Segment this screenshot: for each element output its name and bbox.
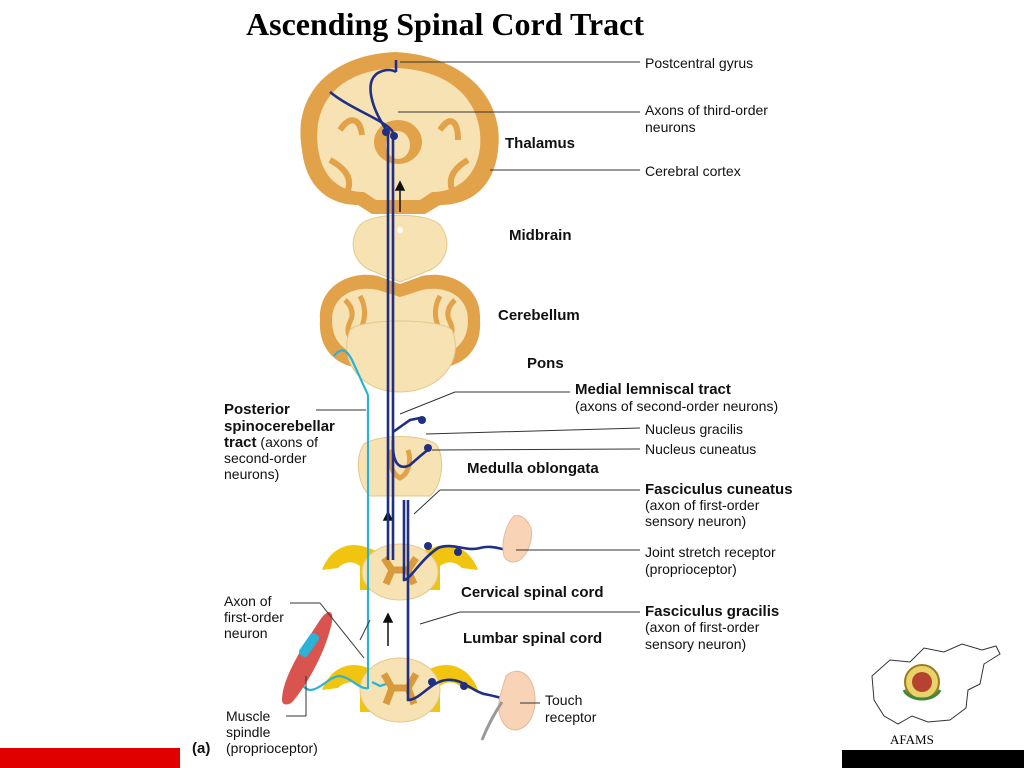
label-joint-receptor-1: Joint stretch receptor (645, 544, 776, 560)
label-midbrain: Midbrain (509, 227, 572, 244)
label-psc-3-rest: (axons of (257, 434, 319, 450)
footer-red-bar (0, 748, 180, 768)
afams-logo (871, 643, 1001, 725)
label-fasciculus-gracilis-sub1: (axon of first-order (645, 619, 760, 635)
leader-lines (286, 61, 641, 717)
label-cerebral-cortex: Cerebral cortex (645, 163, 741, 179)
label-fasciculus-gracilis-sub2: sensory neuron) (645, 636, 746, 652)
label-fasciculus-cuneatus-sub1: (axon of first-order (645, 497, 760, 513)
label-medial-lemniscal: Medial lemniscal tract (575, 381, 731, 398)
midbrain-section (352, 214, 448, 283)
lumbar-cord-section (322, 657, 478, 723)
muscle-spindle (282, 611, 333, 705)
label-touch-receptor-2: receptor (545, 709, 597, 725)
label-cerebellum: Cerebellum (498, 307, 580, 324)
label-touch-receptor-1: Touch (545, 692, 582, 708)
label-fasciculus-cuneatus-sub2: sensory neuron) (645, 513, 746, 529)
label-axon-first-2: first-order (224, 609, 284, 625)
label-cervical-cord: Cervical spinal cord (461, 584, 604, 601)
label-psc-4: second-order (224, 450, 307, 466)
label-third-order-1: Axons of third-order (645, 102, 768, 118)
label-nucleus-cuneatus: Nucleus cuneatus (645, 441, 756, 457)
label-medulla: Medulla oblongata (467, 460, 599, 477)
logo-caption: AFAMS (890, 732, 934, 747)
label-muscle-2: spindle (226, 724, 271, 740)
label-fasciculus-cuneatus: Fasciculus cuneatus (645, 481, 793, 498)
label-axon-first-1: Axon of (224, 593, 272, 609)
label-muscle-3: (proprioceptor) (226, 740, 318, 756)
label-psc-2: spinocerebellar (224, 418, 335, 435)
panel-tag: (a) (192, 740, 210, 757)
label-fasciculus-gracilis: Fasciculus gracilis (645, 603, 779, 620)
footer-black-bar (842, 750, 1024, 768)
cerebellum-pons-section (319, 274, 481, 393)
label-joint-receptor-2: (proprioceptor) (645, 561, 737, 577)
slide-title: Ascending Spinal Cord Tract (246, 6, 644, 42)
label-medial-lemniscal-sub: (axons of second-order neurons) (575, 398, 778, 414)
cervical-cord-section (322, 543, 478, 601)
label-axon-first-3: neuron (224, 625, 268, 641)
hand-illustration (502, 515, 533, 563)
label-psc-3: tract (axons of (224, 434, 318, 451)
label-thalamus: Thalamus (505, 135, 575, 152)
skin-illustration (480, 670, 536, 741)
label-lumbar-cord: Lumbar spinal cord (463, 630, 602, 647)
label-postcentral-gyrus: Postcentral gyrus (645, 55, 753, 71)
label-third-order-2: neurons (645, 119, 696, 135)
label-nucleus-gracilis: Nucleus gracilis (645, 421, 743, 437)
label-psc-3-bold: tract (224, 434, 257, 451)
label-muscle-1: Muscle (226, 708, 271, 724)
label-psc-1: Posterior (224, 401, 290, 418)
cerebrum-section (300, 52, 499, 214)
label-pons: Pons (527, 355, 564, 372)
label-psc-5: neurons) (224, 466, 279, 482)
